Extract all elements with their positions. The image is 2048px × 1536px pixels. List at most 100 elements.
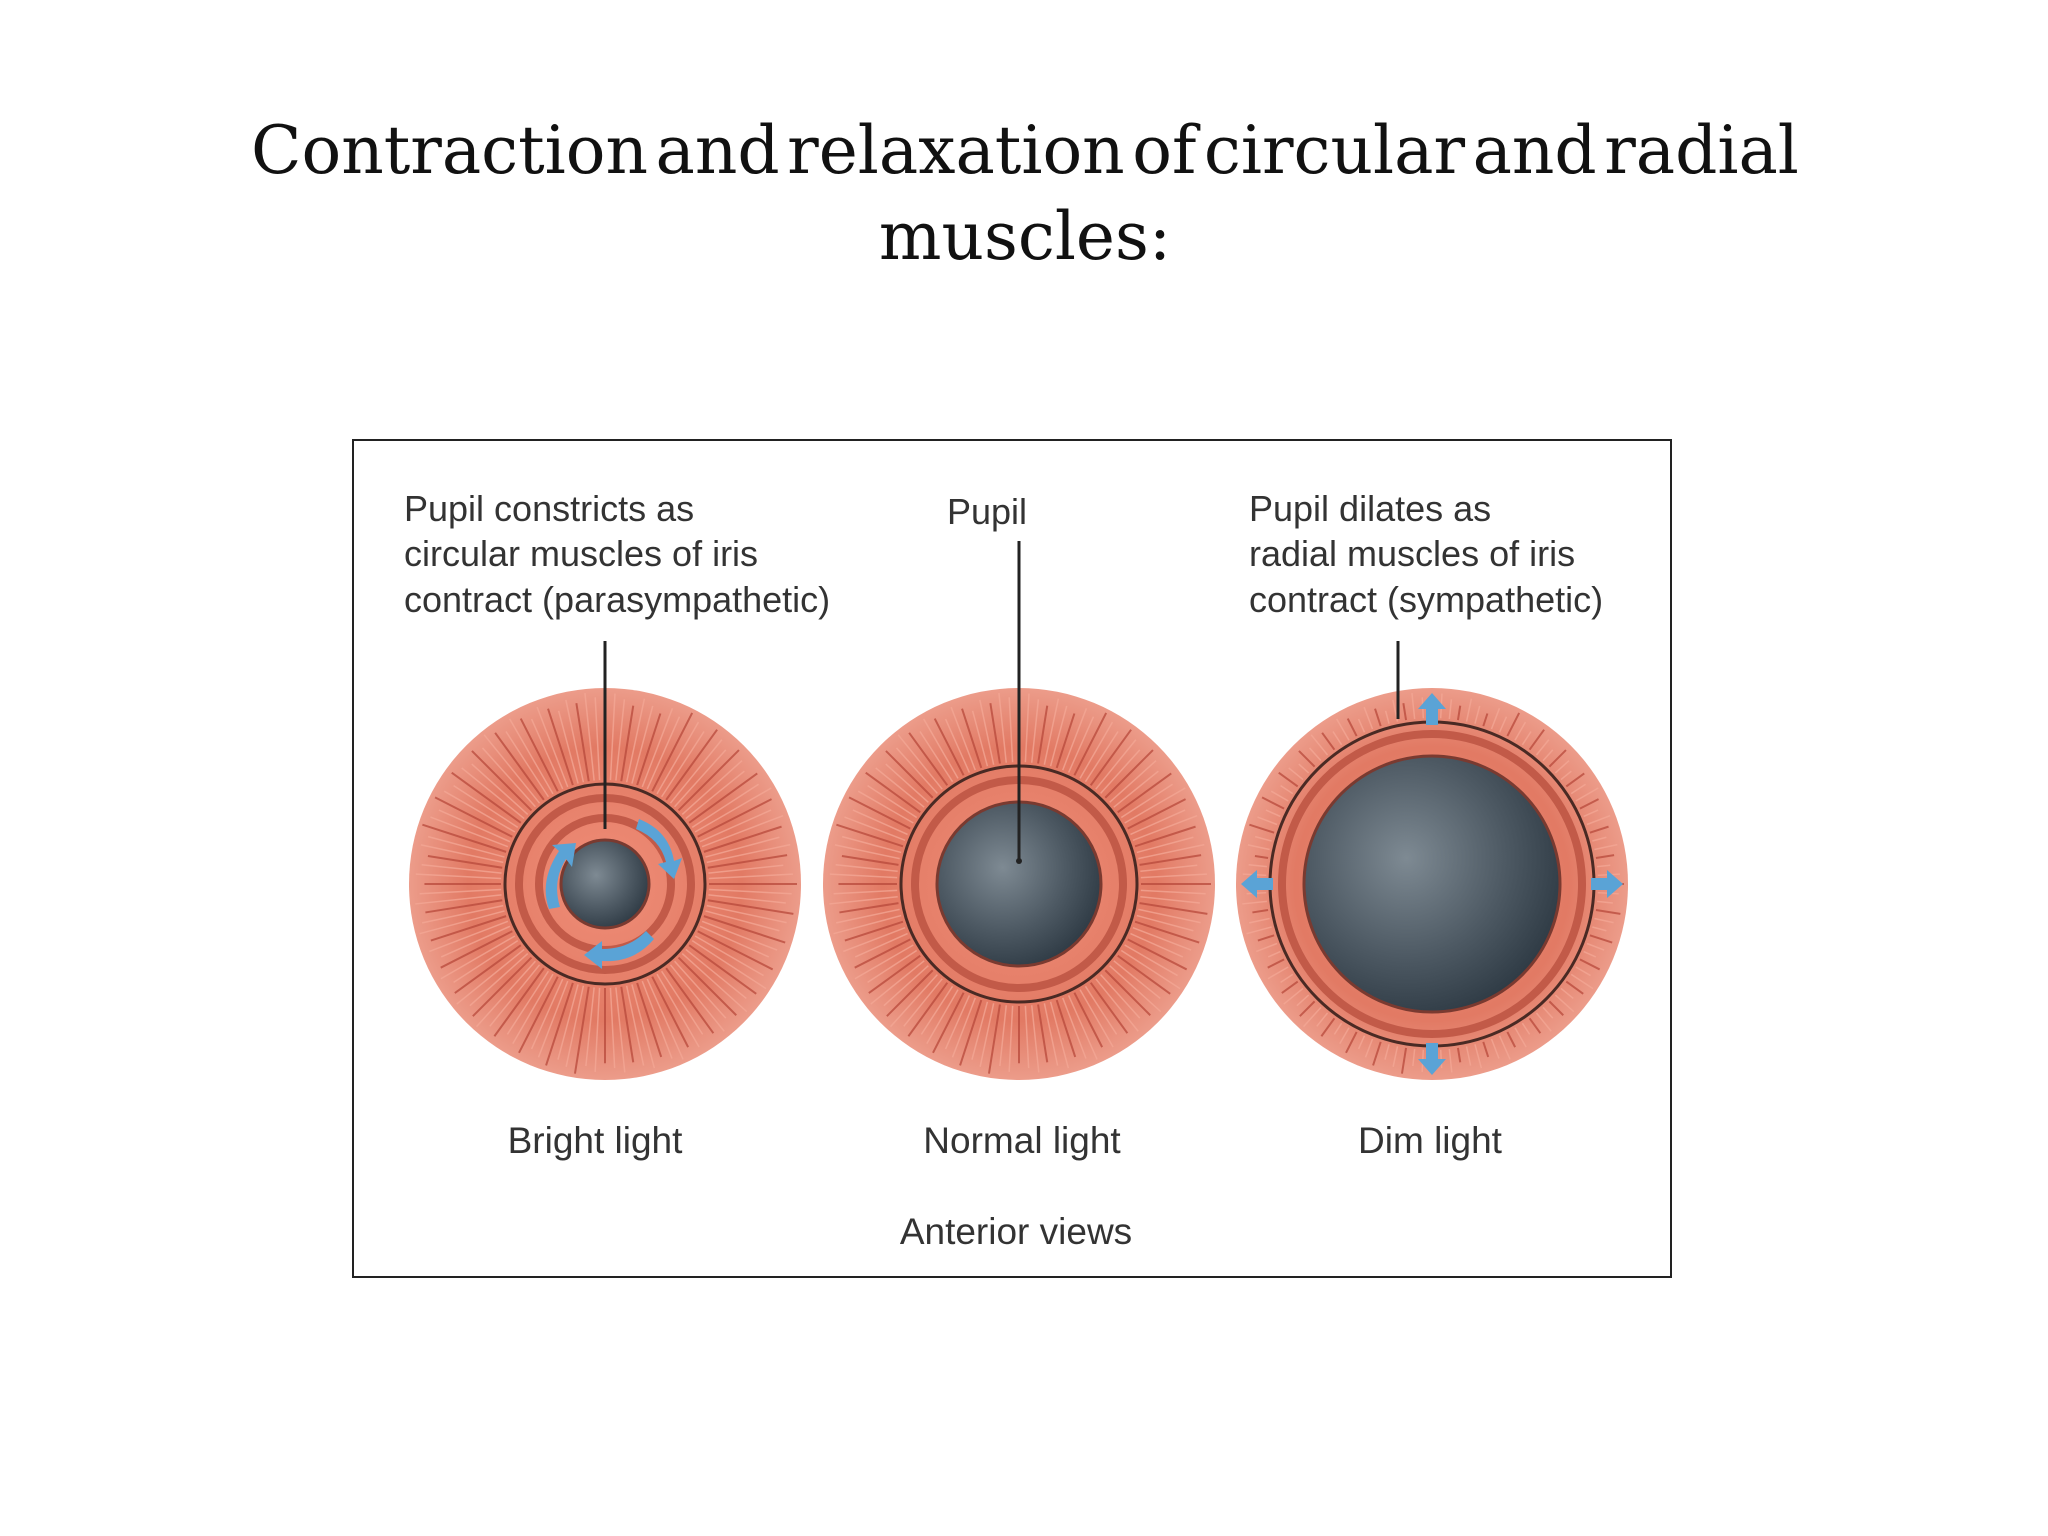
muscle-fiber <box>1049 1001 1070 1069</box>
muscle-fiber <box>594 987 601 1072</box>
muscle-fiber <box>1130 932 1184 958</box>
muscle-fiber <box>1521 1022 1531 1035</box>
muscle-fiber <box>1346 718 1358 737</box>
muscle-fiber <box>461 767 525 820</box>
muscle-fiber <box>565 699 585 783</box>
muscle-fiber <box>419 888 502 895</box>
muscle-fiber <box>1528 1017 1542 1034</box>
muscle-fiber <box>651 712 694 792</box>
muscle-fiber <box>1104 969 1151 1016</box>
muscle-fiber <box>688 944 757 995</box>
muscle-fiber <box>1345 1031 1358 1054</box>
muscle-fiber <box>536 706 569 788</box>
muscle-fiber <box>1055 999 1077 1058</box>
muscle-fiber <box>1374 708 1382 727</box>
muscle-fiber <box>833 889 898 895</box>
muscle-fiber <box>1302 1006 1322 1028</box>
rotation-arrow-icon <box>636 819 682 879</box>
muscle-fiber <box>697 798 772 838</box>
muscle-fiber <box>854 932 908 958</box>
muscle-fiber <box>1560 770 1572 781</box>
muscle-fiber <box>681 760 743 815</box>
muscle-fiber <box>707 899 794 915</box>
muscle-fiber <box>1296 994 1310 1007</box>
muscle-fiber <box>631 984 656 1069</box>
muscle-fiber <box>1117 954 1171 995</box>
muscle-fiber <box>656 721 700 795</box>
muscle-fiber <box>1136 836 1194 854</box>
muscle-fiber <box>1439 1049 1443 1069</box>
title-line-1: Contraction and relaxation of circular a… <box>251 108 1799 194</box>
muscle-fiber <box>1031 699 1040 763</box>
muscle-fiber <box>615 987 626 1073</box>
iris-dim-light <box>1236 641 1628 1080</box>
muscle-fiber <box>1134 825 1196 848</box>
muscle-fiber <box>875 767 925 808</box>
muscle-fiber <box>708 888 792 895</box>
muscle-fiber <box>987 1004 1001 1074</box>
muscle-fiber <box>1067 995 1098 1060</box>
muscle-fiber <box>835 863 898 872</box>
muscle-fiber <box>971 710 989 767</box>
muscle-fiber <box>440 930 513 969</box>
muscle-fiber <box>585 987 595 1067</box>
muscle-fiber <box>1321 732 1336 751</box>
muscle-fiber <box>1521 731 1532 746</box>
muscle-fiber <box>415 873 502 880</box>
muscle-fiber <box>656 973 700 1048</box>
muscle-fiber <box>669 964 725 1032</box>
muscle-fiber <box>1333 1022 1343 1035</box>
muscle-fiber <box>674 749 727 808</box>
muscle-fiber <box>1372 1041 1382 1066</box>
muscle-fiber <box>472 956 533 1017</box>
pupil-small <box>559 838 651 930</box>
muscle-fiber <box>665 729 718 801</box>
muscle-fiber <box>705 910 780 932</box>
muscle-fiber <box>1117 772 1172 814</box>
muscle-fiber <box>421 863 502 874</box>
muscle-fiber <box>1316 1012 1329 1027</box>
muscle-fiber <box>1024 693 1030 763</box>
muscle-fiber <box>1565 772 1585 788</box>
muscle-fiber <box>699 925 770 958</box>
muscle-fiber <box>1339 1027 1350 1045</box>
muscle-fiber <box>883 965 929 1007</box>
muscle-fiber <box>1124 944 1178 977</box>
muscle-fiber <box>661 970 704 1035</box>
muscle-fiber <box>557 710 579 784</box>
muscle-fiber <box>1008 697 1014 763</box>
muscle-fiber <box>919 731 954 783</box>
muscle-fiber <box>494 732 545 801</box>
muscle-fiber <box>547 708 574 786</box>
muscle-fiber <box>677 749 740 812</box>
muscle-fiber <box>1310 734 1329 756</box>
muscle-fiber <box>701 920 778 951</box>
muscle-fiber <box>609 693 616 781</box>
muscle-fiber <box>1109 760 1157 803</box>
muscle-fiber <box>1514 721 1527 741</box>
muscle-fiber <box>1332 731 1343 746</box>
muscle-fiber <box>829 873 898 879</box>
constrict-label-line: Pupil constricts as <box>404 488 694 529</box>
muscle-fiber <box>519 718 559 792</box>
muscle-fiber <box>1242 900 1267 905</box>
muscle-fiber <box>989 703 1001 764</box>
muscle-fiber <box>1465 698 1473 722</box>
muscle-fiber <box>703 915 786 944</box>
muscle-fiber <box>865 771 921 814</box>
muscle-fiber <box>979 1003 995 1067</box>
constrict-label: Pupil constricts as circular muscles of … <box>404 488 830 620</box>
muscle-fiber <box>867 785 918 819</box>
muscle-fiber <box>1589 825 1609 834</box>
muscle-fiber <box>1089 982 1129 1034</box>
muscle-fiber <box>841 835 902 854</box>
muscle-fiber <box>1073 992 1104 1048</box>
muscle-fiber <box>1592 926 1607 932</box>
muscle-fiber <box>674 960 727 1019</box>
muscle-fiber <box>1548 1000 1564 1016</box>
muscle-fiber <box>1554 760 1570 774</box>
pupil-label: Pupil <box>947 491 1027 532</box>
muscle-fiber <box>1100 749 1141 794</box>
muscle-fiber <box>443 790 516 833</box>
muscle-fiber <box>1062 708 1088 771</box>
